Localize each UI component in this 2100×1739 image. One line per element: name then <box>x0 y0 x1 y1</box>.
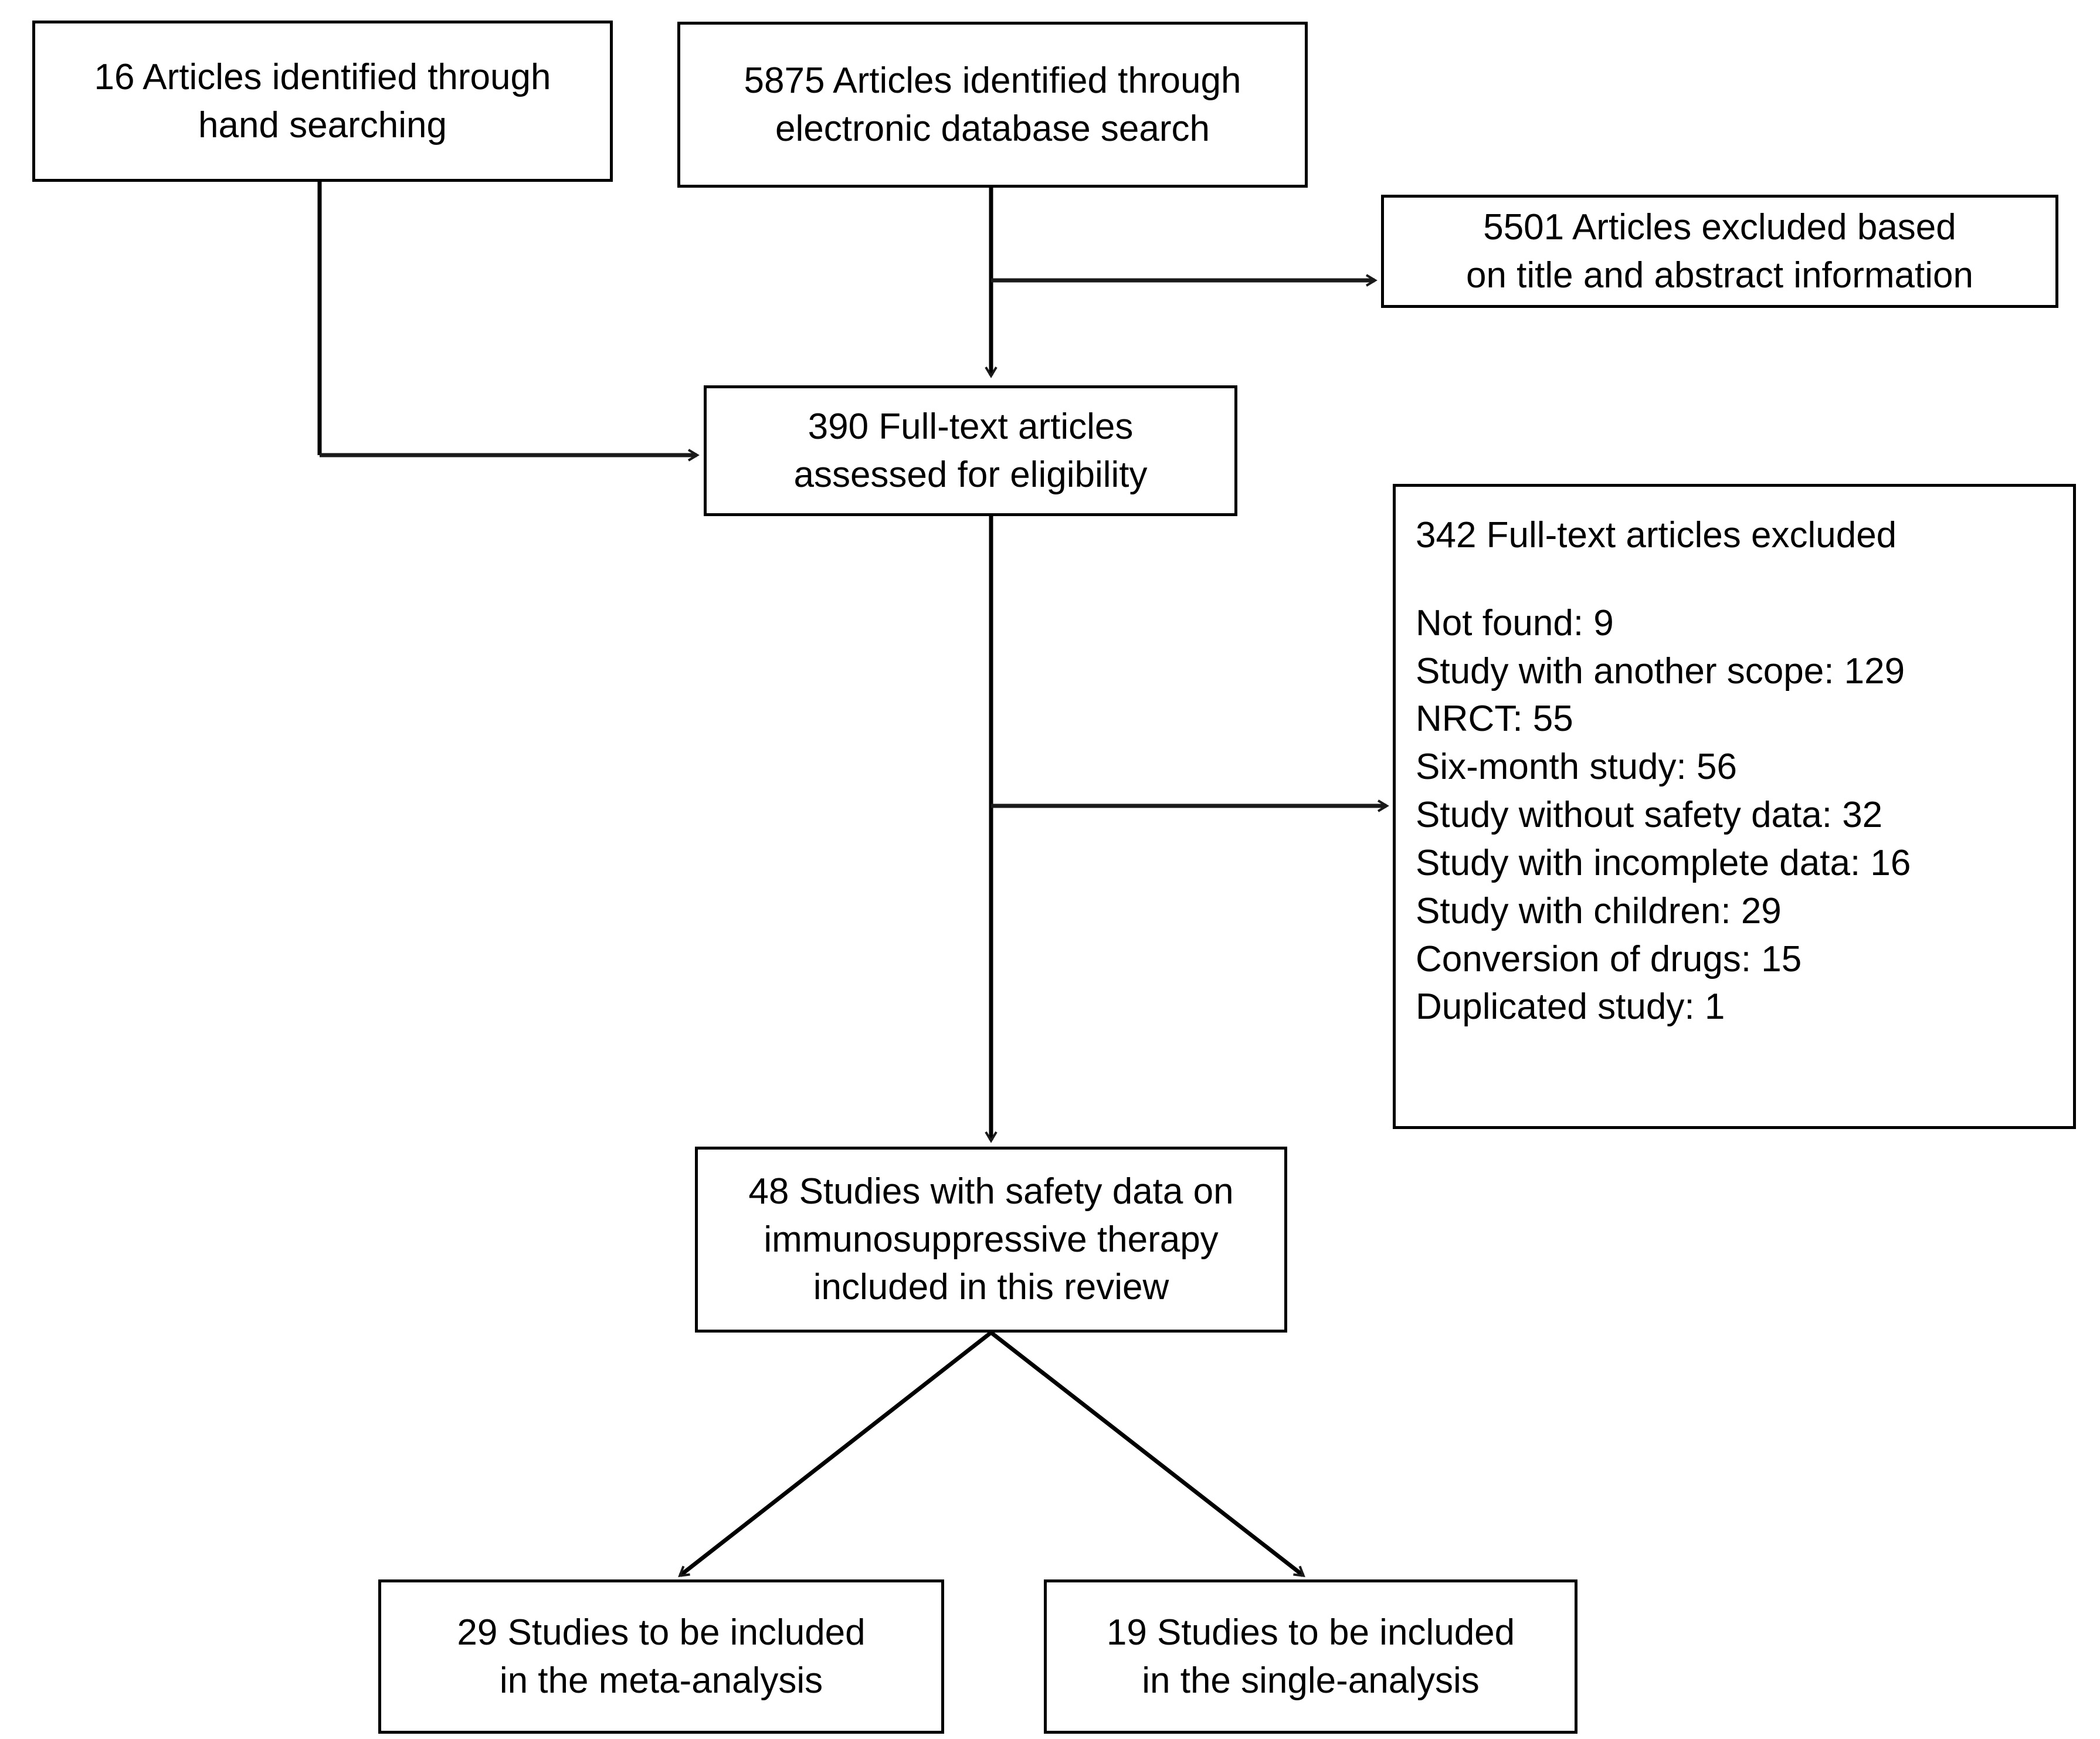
box-database-search: 5875 Articles identified through electro… <box>677 22 1308 188</box>
database-search-line-1: 5875 Articles identified through <box>744 60 1241 101</box>
exclusion-reason-nrct: NRCT: 55 <box>1416 699 1573 740</box>
box-full-text-excluded: 342 Full-text articles excluded Not foun… <box>1393 484 2076 1129</box>
box-title-abstract-excluded: 5501 Articles excluded based on title an… <box>1381 195 2058 308</box>
hand-search-line-1: 16 Articles identified through <box>94 56 551 97</box>
box-single-analysis: 19 Studies to be included in the single-… <box>1044 1579 1577 1734</box>
included-review-line-3: included in this review <box>813 1267 1169 1308</box>
exclusion-reason-children: Study with children: 29 <box>1416 890 1782 931</box>
box-meta-analysis: 29 Studies to be included in the meta-an… <box>378 1579 944 1734</box>
box-included-review: 48 Studies with safety data on immunosup… <box>695 1147 1287 1333</box>
included-review-line-2: immunosuppressive therapy <box>764 1219 1219 1260</box>
edge-included-review-to-meta-analysis <box>678 1331 993 1578</box>
full-text-excluded-heading: 342 Full-text articles excluded <box>1416 515 1897 555</box>
single-analysis-line-1: 19 Studies to be included <box>1106 1612 1515 1653</box>
full-text-assessed-line-2: assessed for eligibility <box>793 454 1148 495</box>
exclusion-reason-conversion-of-drugs: Conversion of drugs: 15 <box>1416 938 1802 979</box>
meta-analysis-line-1: 29 Studies to be included <box>457 1612 866 1653</box>
title-abstract-excluded-line-1: 5501 Articles excluded based <box>1483 206 1956 248</box>
edge-hand-search-to-full-text <box>317 182 700 462</box>
exclusion-reason-incomplete-data: Study with incomplete data: 16 <box>1416 842 1911 883</box>
edge-included-review-to-single-analysis <box>989 1331 1305 1578</box>
hand-search-line-2: hand searching <box>198 104 447 145</box>
title-abstract-excluded-line-2: on title and abstract information <box>1465 255 1974 296</box>
exclusion-reason-another-scope: Study with another scope: 129 <box>1416 650 1905 691</box>
exclusion-reason-six-month: Six-month study: 56 <box>1416 747 1737 788</box>
box-full-text-assessed: 390 Full-text articles assessed for elig… <box>704 385 1237 516</box>
box-hand-search: 16 Articles identified through hand sear… <box>32 21 613 182</box>
exclusion-reason-duplicated-study: Duplicated study: 1 <box>1416 987 1725 1028</box>
single-analysis-line-2: in the single-analysis <box>1142 1660 1480 1701</box>
database-search-line-2: electronic database search <box>775 108 1210 149</box>
exclusion-reason-without-safety-data: Study without safety data: 32 <box>1416 795 1883 836</box>
full-text-assessed-line-1: 390 Full-text articles <box>808 406 1134 447</box>
exclusion-reason-not-found: Not found: 9 <box>1416 602 1614 643</box>
included-review-line-1: 48 Studies with safety data on <box>748 1171 1234 1212</box>
meta-analysis-line-2: in the meta-analysis <box>499 1660 823 1701</box>
